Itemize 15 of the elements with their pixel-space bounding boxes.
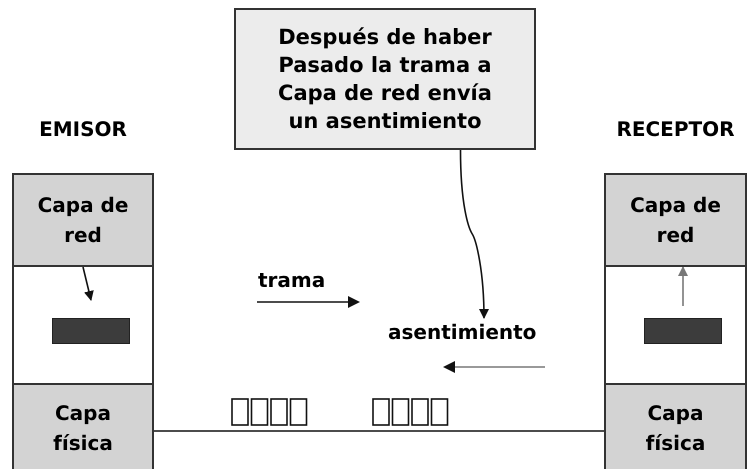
arrow — [678, 266, 688, 306]
text-label: trama — [258, 268, 326, 292]
text-label: asentimiento — [388, 320, 580, 352]
stack-heading: RECEPTOR — [615, 117, 736, 141]
arrow — [460, 150, 489, 319]
bar-rectangle — [52, 318, 130, 344]
layer-box: Capa física — [14, 383, 152, 469]
note-box: Después de haber Pasado la trama a Capa de red envía un asentimiento — [234, 8, 536, 150]
layer-box: Capa de red — [606, 175, 745, 267]
line — [152, 430, 606, 432]
arrow — [82, 266, 94, 301]
layer-box: Capa física — [606, 383, 745, 469]
bar-rectangle — [644, 318, 722, 344]
layer-box: Capa de red — [14, 175, 152, 267]
stack-heading: EMISOR — [38, 117, 128, 141]
